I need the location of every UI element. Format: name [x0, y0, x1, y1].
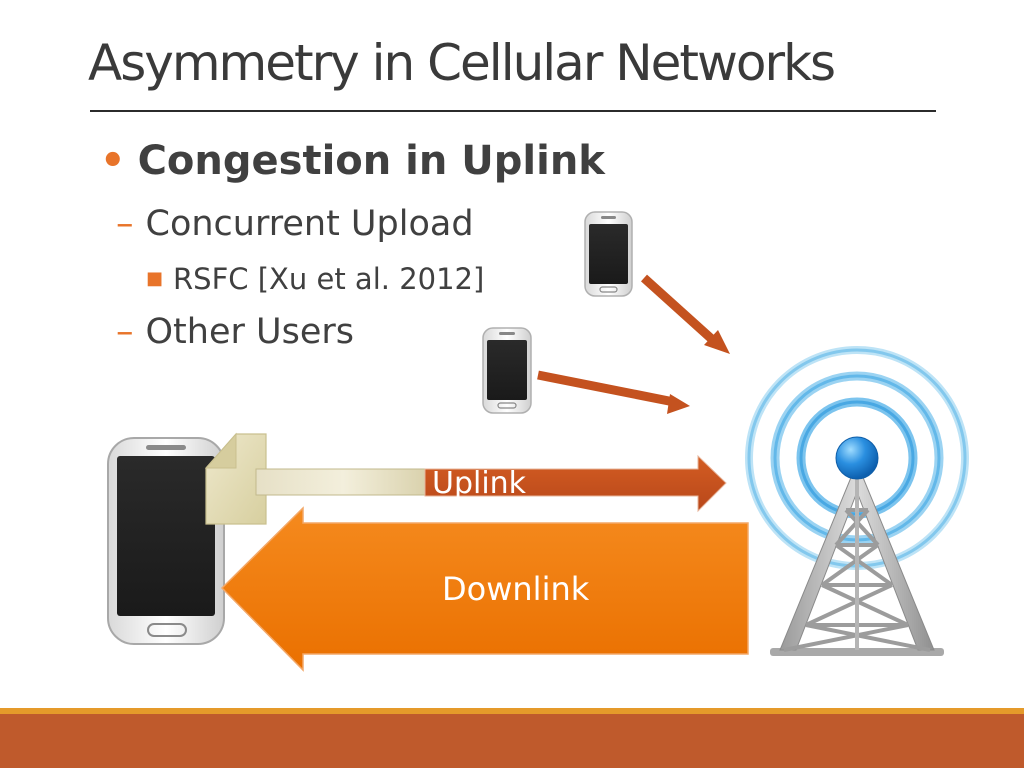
other-users-text: Other Users — [145, 312, 355, 352]
dash-icon: – — [116, 204, 134, 244]
footer-accent-line — [0, 708, 1024, 714]
slide-title: Asymmetry in Cellular Networks — [88, 34, 836, 92]
footer-bar — [0, 714, 1024, 768]
uplink-arrow — [255, 454, 727, 513]
small-phone-icon-middle — [482, 327, 532, 414]
bullet-dot-icon: • — [100, 138, 126, 184]
uplink-label: Uplink — [432, 466, 527, 501]
title-divider — [90, 110, 936, 112]
dash-icon: – — [116, 312, 134, 352]
downlink-label: Downlink — [442, 570, 590, 608]
cell-tower-icon — [745, 346, 969, 656]
concurrent-upload-text: Concurrent Upload — [145, 204, 474, 244]
small-phone-icon-top — [584, 211, 633, 297]
bullet-concurrent-upload: –Concurrent Upload — [116, 204, 474, 244]
other-user-arrow-middle — [537, 370, 690, 414]
square-bullet-icon: ■ — [146, 268, 164, 289]
bullet-rsfc: ■ RSFC [Xu et al. 2012] — [146, 262, 484, 296]
bullet-other-users: –Other Users — [116, 312, 354, 352]
downlink-arrow — [220, 506, 749, 672]
file-document-icon — [204, 432, 267, 525]
bullet-level1: •Congestion in Uplink — [100, 138, 605, 184]
bullet-congestion-text: Congestion in Uplink — [137, 138, 605, 184]
rsfc-text: RSFC [Xu et al. 2012] — [173, 262, 485, 296]
large-phone-icon — [107, 437, 225, 645]
other-user-arrow-top — [640, 274, 730, 354]
